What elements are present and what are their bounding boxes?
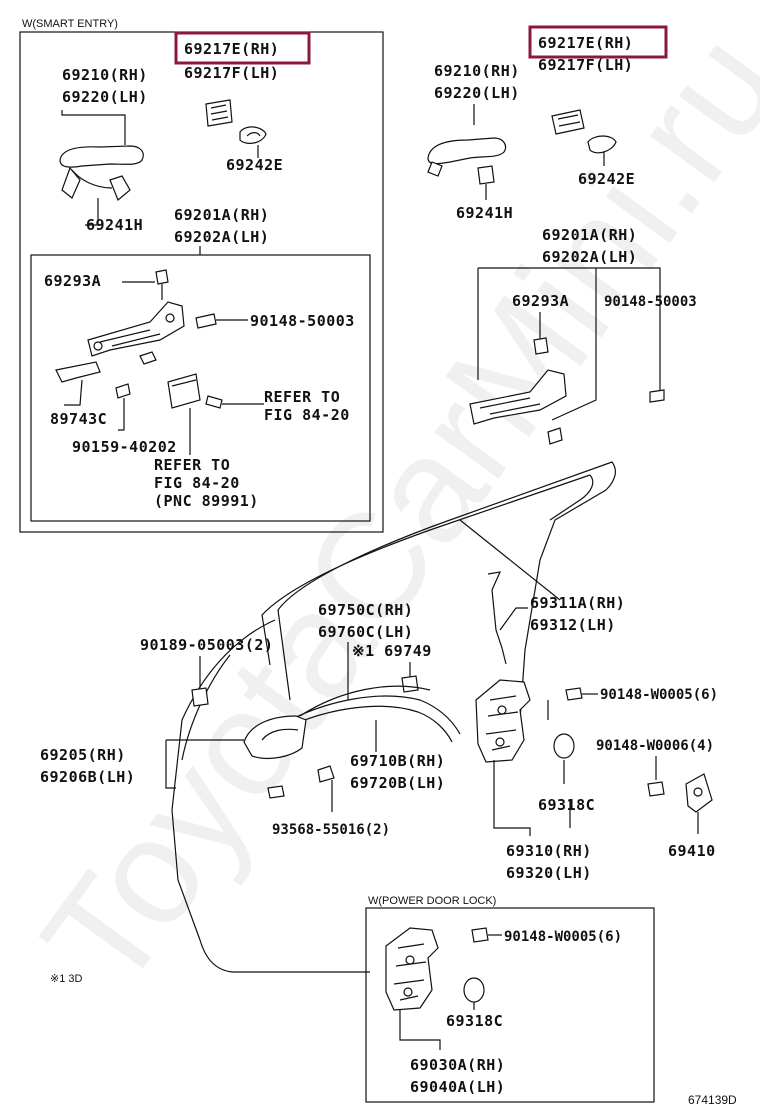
gasket-69242e-right — [587, 135, 617, 154]
label-69710b: 69710B(RH) — [350, 752, 445, 770]
label-69201a-left: 69201A(RH) — [174, 206, 269, 224]
label-69217f-left: 69217F(LH) — [184, 64, 279, 82]
label-69293a-left: 69293A — [44, 272, 101, 290]
label-90148-w0005: 90148-W0005(6) — [600, 687, 718, 703]
outer-handle-right — [427, 137, 507, 165]
label-69750c: 69750C(RH) — [318, 601, 413, 619]
power-door-lock-box: W(POWER DOOR LOCK) 90148-W0005(6) 69318C… — [365, 895, 655, 1103]
cap-69318c — [553, 733, 575, 759]
cable-clamp — [401, 675, 419, 693]
control-cable — [289, 695, 461, 735]
label-refer2b: FIG 84-20 — [154, 474, 240, 492]
label-69241h-right: 69241H — [456, 204, 513, 222]
gasket-69242e-left — [239, 126, 267, 144]
label-90148-w0006: 90148-W0006(4) — [596, 738, 714, 754]
label-90189: 90189-05003(2) — [140, 636, 273, 654]
highlight-69217e-left — [174, 31, 311, 65]
label-69310: 69310(RH) — [506, 842, 592, 860]
label-69749: ※1 69749 — [352, 642, 432, 660]
label-69241h-left: 69241H — [86, 216, 143, 234]
outer-handle-left — [59, 145, 144, 168]
label-69318c: 69318C — [538, 796, 595, 814]
label-69311a: 69311A(RH) — [530, 594, 625, 612]
label-pdl-90148-w0005: 90148-W0005(6) — [504, 929, 622, 945]
power-door-lock-caption: W(POWER DOOR LOCK) — [368, 895, 496, 907]
label-69220-right: 69220(LH) — [434, 84, 520, 102]
label-69030a: 69030A(RH) — [410, 1056, 505, 1074]
label-69320: 69320(LH) — [506, 864, 592, 882]
label-refer2c: (PNC 89991) — [154, 492, 259, 510]
label-69312: 69312(LH) — [530, 616, 616, 634]
label-refer1a: REFER TO — [264, 388, 340, 406]
plug-90189 — [191, 687, 209, 707]
label-69760c: 69760C(LH) — [318, 623, 413, 641]
label-69210-left: 69210(RH) — [62, 66, 148, 84]
label-90148-50003-right: 90148-50003 — [604, 294, 697, 310]
highlight-69217e-right — [528, 25, 668, 59]
label-69217e-right: 69217E(RH) — [538, 34, 633, 52]
label-refer2a: REFER TO — [154, 456, 230, 474]
label-pdl-69318c: 69318C — [446, 1012, 503, 1030]
label-69206b: 69206B(LH) — [40, 768, 135, 786]
cap-69318c-pdl — [463, 977, 485, 1003]
label-refer1b: FIG 84-20 — [264, 406, 350, 424]
label-69217f-right: 69217F(LH) — [538, 56, 633, 74]
footnote: ※1 3D — [50, 973, 83, 985]
door-lock-assembly-pdl — [385, 927, 439, 1011]
label-69202a-right: 69202A(LH) — [542, 248, 637, 266]
label-69293a-right: 69293A — [512, 292, 569, 310]
label-69242e-right: 69242E — [578, 170, 635, 188]
label-69202a-left: 69202A(LH) — [174, 228, 269, 246]
label-90148-50003-left: 90148-50003 — [250, 312, 355, 330]
lock-rod — [487, 571, 507, 665]
label-69210-right: 69210(RH) — [434, 62, 520, 80]
label-69201a-right: 69201A(RH) — [542, 226, 637, 244]
smart-entry-caption: W(SMART ENTRY) — [22, 18, 118, 30]
inside-handle — [243, 715, 307, 760]
label-69205: 69205(RH) — [40, 746, 126, 764]
label-69720b: 69720B(LH) — [350, 774, 445, 792]
door-lock-group: 69311A(RH) 69312(LH) 69750C(RH) 69760C(L… — [40, 571, 718, 882]
label-69410: 69410 — [668, 842, 716, 860]
label-69220-left: 69220(LH) — [62, 88, 148, 106]
label-69242e-left: 69242E — [226, 156, 283, 174]
antenna-module-left — [167, 373, 201, 409]
right-handle-group: 69217E(RH) 69217F(LH) 69210(RH) 69220(LH… — [427, 25, 697, 445]
label-69040a: 69040A(LH) — [410, 1078, 505, 1096]
label-69217e-left: 69217E(RH) — [184, 40, 279, 58]
door-lock-assembly — [475, 679, 531, 763]
smart-entry-box: W(SMART ENTRY) 69217E(RH) 69217F(LH) 692… — [19, 18, 384, 533]
handle-frame-left — [87, 301, 185, 357]
label-90159-left: 90159-40202 — [72, 438, 177, 456]
diagram-id: 674139D — [688, 1093, 737, 1107]
label-93568: 93568-55016(2) — [272, 822, 390, 838]
label-89743c-left: 89743C — [50, 410, 107, 428]
bracket-89743c-left — [55, 361, 101, 383]
handle-frame-right — [469, 369, 567, 425]
